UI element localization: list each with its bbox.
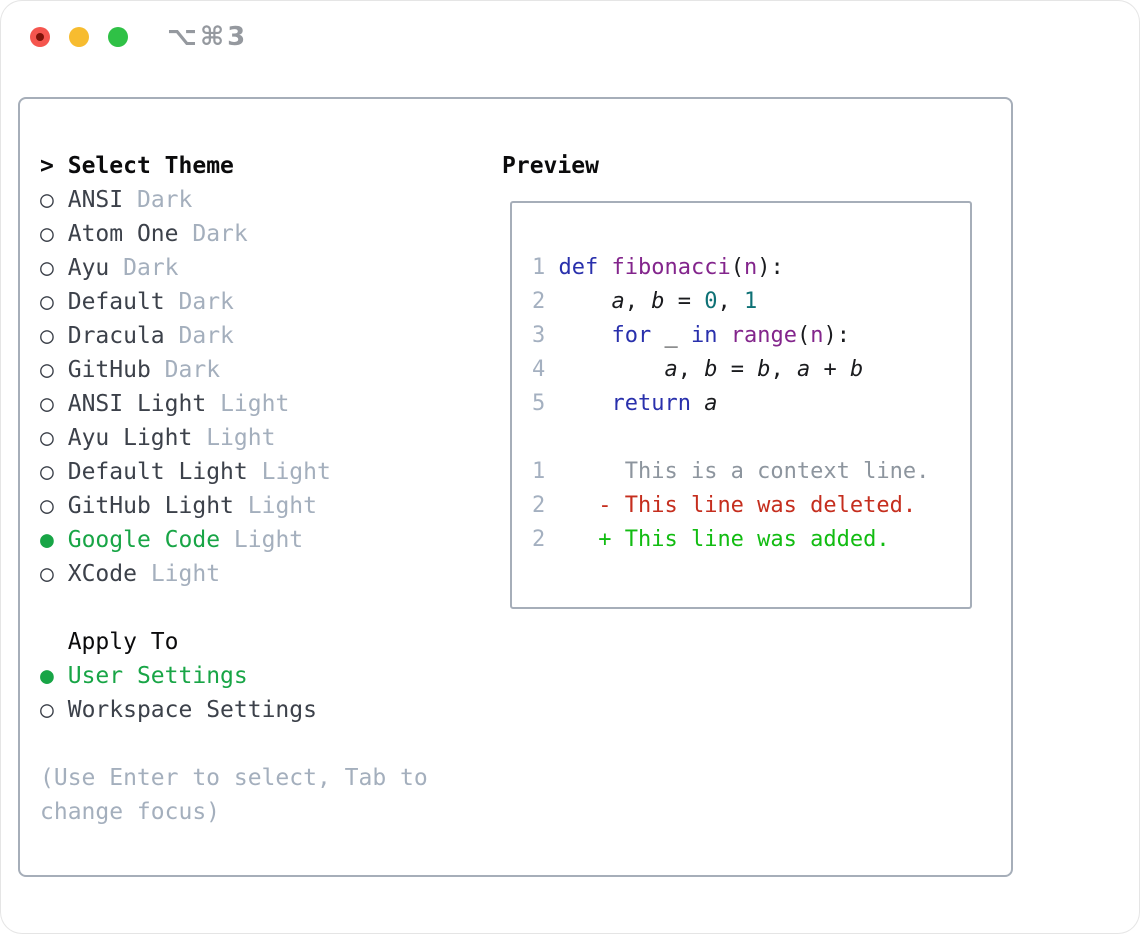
code-line: 3 for _ in range(n): bbox=[532, 323, 850, 348]
spacer bbox=[40, 727, 492, 761]
theme-option-ayu[interactable]: ○ Ayu Dark bbox=[40, 251, 492, 285]
theme-name: ANSI bbox=[67, 187, 124, 213]
theme-variant-badge: Light bbox=[206, 425, 276, 451]
theme-list-column: > Select Theme ○ ANSI Dark○ Atom One Dar… bbox=[40, 149, 492, 829]
radio-unselected-icon: ○ bbox=[40, 561, 54, 587]
maximize-button[interactable] bbox=[108, 27, 128, 47]
theme-variant-badge: Light bbox=[261, 459, 331, 485]
radio-unselected-icon: ○ bbox=[40, 323, 54, 349]
radio-unselected-icon: ○ bbox=[40, 697, 54, 723]
code-line: 2 a, b = 0, 1 bbox=[532, 289, 758, 314]
apply-to-header: Apply To bbox=[67, 629, 179, 655]
diff-line-deleted: 2 - This line was deleted. bbox=[532, 493, 917, 518]
apply-option-label: User Settings bbox=[67, 663, 248, 689]
preview-title: Preview bbox=[502, 153, 599, 179]
hint-text: (Use Enter to select, Tab to change focu… bbox=[40, 765, 428, 825]
theme-option-github-light[interactable]: ○ GitHub Light Light bbox=[40, 489, 492, 523]
theme-variant-badge: Light bbox=[150, 561, 221, 587]
apply-option-workspace-settings[interactable]: ○ Workspace Settings bbox=[40, 693, 492, 727]
apply-option-user-settings[interactable]: ● User Settings bbox=[40, 659, 492, 693]
code-preview: 1 def fibonacci(n): 2 a, b = 0, 1 3 for _ … bbox=[532, 251, 970, 421]
code-line: 5 return a bbox=[532, 391, 718, 416]
theme-option-default[interactable]: ○ Default Dark bbox=[40, 285, 492, 319]
theme-option-google-code[interactable]: ● Google Code Light bbox=[40, 523, 492, 557]
diff-line-added: 2 + This line was added. bbox=[532, 527, 890, 552]
theme-option-atom-one[interactable]: ○ Atom One Dark bbox=[40, 217, 492, 251]
radio-unselected-icon: ○ bbox=[40, 187, 54, 213]
theme-name: Default Light bbox=[67, 459, 248, 485]
code-line: 4 a, b = b, a + b bbox=[532, 357, 864, 382]
theme-name: GitHub bbox=[67, 357, 151, 383]
theme-name: Ayu Light bbox=[67, 425, 193, 451]
theme-variant-badge: Light bbox=[233, 527, 304, 553]
theme-name: XCode bbox=[67, 561, 137, 587]
radio-unselected-icon: ○ bbox=[40, 459, 54, 485]
minimize-button[interactable] bbox=[69, 27, 89, 47]
theme-variant-badge: Dark bbox=[136, 187, 193, 213]
radio-unselected-icon: ○ bbox=[40, 357, 54, 383]
spacer bbox=[532, 421, 970, 455]
code-line: 1 def fibonacci(n): bbox=[532, 255, 784, 280]
select-theme-label: Select Theme bbox=[67, 153, 234, 179]
theme-option-ansi-light[interactable]: ○ ANSI Light Light bbox=[40, 387, 492, 421]
radio-unselected-icon: ○ bbox=[40, 425, 54, 451]
theme-option-github[interactable]: ○ GitHub Dark bbox=[40, 353, 492, 387]
select-theme-header: > Select Theme bbox=[40, 149, 492, 183]
apply-to-list: ● User Settings○ Workspace Settings bbox=[40, 659, 492, 727]
theme-name: GitHub Light bbox=[67, 493, 234, 519]
theme-variant-badge: Dark bbox=[178, 289, 234, 315]
theme-variant-badge: Light bbox=[220, 391, 290, 417]
theme-picker-panel: > Select Theme ○ ANSI Dark○ Atom One Dar… bbox=[18, 97, 1013, 877]
pointer-icon: > bbox=[40, 153, 54, 179]
radio-unselected-icon: ○ bbox=[40, 221, 54, 247]
theme-variant-badge: Dark bbox=[164, 357, 221, 383]
theme-name: Dracula bbox=[67, 323, 165, 349]
theme-variant-badge: Dark bbox=[178, 323, 234, 349]
diff-line-context: 1 This is a context line. bbox=[532, 459, 930, 484]
radio-unselected-icon: ○ bbox=[40, 289, 54, 315]
radio-unselected-icon: ○ bbox=[40, 493, 54, 519]
theme-list: ○ ANSI Dark○ Atom One Dark○ Ayu Dark○ De… bbox=[40, 183, 492, 591]
theme-option-default-light[interactable]: ○ Default Light Light bbox=[40, 455, 492, 489]
theme-name: Ayu bbox=[67, 255, 110, 281]
theme-name: ANSI Light bbox=[67, 391, 207, 417]
theme-option-dracula[interactable]: ○ Dracula Dark bbox=[40, 319, 492, 353]
diff-preview: 1 This is a context line. 2 - This line w… bbox=[532, 455, 970, 557]
theme-variant-badge: Dark bbox=[192, 221, 248, 247]
theme-option-xcode[interactable]: ○ XCode Light bbox=[40, 557, 492, 591]
theme-variant-badge: Dark bbox=[123, 255, 179, 281]
theme-name: Google Code bbox=[67, 527, 221, 553]
theme-variant-badge: Light bbox=[247, 493, 317, 519]
close-button[interactable] bbox=[30, 27, 50, 47]
apply-option-label: Workspace Settings bbox=[67, 697, 317, 723]
radio-unselected-icon: ○ bbox=[40, 255, 54, 281]
theme-name: Default bbox=[67, 289, 165, 315]
theme-option-ayu-light[interactable]: ○ Ayu Light Light bbox=[40, 421, 492, 455]
theme-option-ansi[interactable]: ○ ANSI Dark bbox=[40, 183, 492, 217]
window-title: ⌥⌘3 bbox=[167, 22, 249, 52]
close-button-dot-icon bbox=[36, 33, 44, 41]
spacer bbox=[40, 591, 492, 625]
preview-box: 1 def fibonacci(n): 2 a, b = 0, 1 3 for _ … bbox=[510, 201, 972, 609]
theme-name: Atom One bbox=[67, 221, 179, 247]
radio-unselected-icon: ○ bbox=[40, 391, 54, 417]
radio-selected-icon: ● bbox=[40, 527, 54, 553]
radio-selected-icon: ● bbox=[40, 663, 54, 689]
